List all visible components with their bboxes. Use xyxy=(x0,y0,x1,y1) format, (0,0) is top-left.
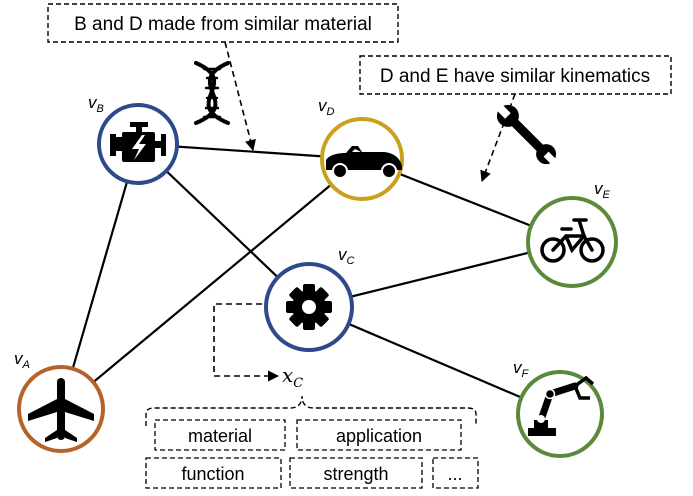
edge-d-a xyxy=(60,158,363,410)
callout-kinematics: D and E have similar kinematics xyxy=(359,55,672,95)
airplane-icon xyxy=(28,378,94,442)
attribute-strength: strength xyxy=(323,464,388,484)
car-icon xyxy=(326,146,402,179)
robot-arm-icon xyxy=(528,375,595,436)
node-d-label: vD xyxy=(318,96,335,118)
attribute-material: material xyxy=(188,426,252,446)
attribute-box-application xyxy=(296,419,462,451)
callout-kinematics-text: D and E have similar kinematics xyxy=(380,66,650,87)
attribute-function: function xyxy=(181,464,244,484)
node-c: vC xyxy=(264,245,355,352)
node-c-label: vC xyxy=(338,245,355,267)
attribute-box-more xyxy=(432,457,479,489)
attribute-brace xyxy=(145,395,477,426)
feature-symbol: xC xyxy=(282,363,303,391)
node-b-label: vB xyxy=(88,93,104,115)
engine-icon xyxy=(110,122,166,162)
edge-c-f xyxy=(308,305,561,416)
edge-b-a xyxy=(59,143,140,410)
node-f: vF xyxy=(513,358,604,458)
attribute-box-strength xyxy=(289,457,423,489)
dna-icon xyxy=(194,61,230,125)
gear-icon xyxy=(286,284,332,330)
bicycle-icon xyxy=(540,218,605,263)
callout-material-box xyxy=(47,3,399,43)
node-e-label: vE xyxy=(594,179,611,201)
node-a: vA xyxy=(14,349,105,453)
node-b: vB xyxy=(88,93,179,185)
callout-material-text: B and D made from similar material xyxy=(74,14,372,35)
node-e-circle xyxy=(526,196,618,288)
attribute-more: ... xyxy=(447,464,462,484)
node-a-label: vA xyxy=(14,349,30,371)
material-arrow xyxy=(224,41,256,152)
node-f-circle xyxy=(516,370,604,458)
callout-material: B and D made from similar material xyxy=(47,3,399,43)
attribute-application: application xyxy=(336,426,422,446)
node-f-label: vF xyxy=(513,358,530,380)
attribute-box-material xyxy=(154,419,286,451)
attribute-list: material application function strength .… xyxy=(145,419,479,489)
node-e: vE xyxy=(526,179,618,288)
callout-kinematics-box xyxy=(359,55,672,95)
node-d: vD xyxy=(318,96,404,201)
wrench-icon xyxy=(494,102,559,167)
attribute-box-function xyxy=(145,457,282,489)
feature-arrow xyxy=(213,303,280,382)
